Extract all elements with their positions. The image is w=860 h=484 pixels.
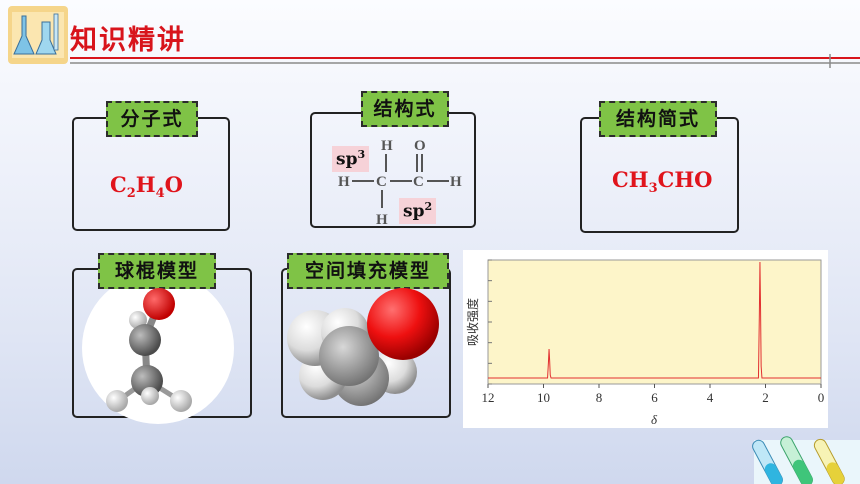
ball-stick-label: 球棍模型 (98, 253, 216, 289)
structural-formula-diagram: H O H C C H H (338, 138, 462, 228)
atom-h-right: H (450, 174, 462, 190)
nmr-chart: 吸收强度 δ 12 10 8 6 4 2 0 (465, 259, 825, 427)
atom-c2: C (413, 174, 424, 190)
nmr-x-tick-label: 0 (818, 390, 825, 405)
nmr-x-tick-label: 2 (762, 390, 769, 405)
nmr-x-tick-label: 6 (651, 390, 658, 405)
nmr-x-tick-label: 4 (707, 390, 714, 405)
nmr-x-tick-label: 12 (482, 390, 495, 405)
space-filling-label: 空间填充模型 (287, 253, 449, 289)
atom-h-left: H (338, 174, 350, 190)
atom-o: O (414, 138, 426, 154)
test-tubes-decoration-icon (752, 436, 860, 484)
header: 知识精讲 (0, 0, 860, 70)
molecular-formula-label: 分子式 (106, 101, 198, 137)
atom-h-top: H (381, 138, 393, 154)
ball-stick-model-image (106, 288, 192, 412)
sp3-annotation: sp3 (332, 146, 370, 172)
molecular-formula-value: C2H4O (110, 172, 183, 202)
atom-h-bottom: H (376, 212, 388, 228)
nmr-x-axis-label: δ (651, 412, 658, 427)
space-filling-model-image (287, 288, 439, 406)
atom-c1: C (376, 174, 387, 190)
section-title: 知识精讲 (70, 25, 186, 56)
nmr-spectrum-panel: 吸收强度 δ 12 10 8 6 4 2 0 (463, 250, 828, 428)
nmr-x-tick-label: 10 (537, 390, 550, 405)
nmr-y-axis-label: 吸收强度 (465, 298, 480, 346)
nmr-plot-area (487, 259, 822, 385)
nmr-spectrum-trace (488, 261, 821, 379)
structural-formula-label: 结构式 (361, 91, 449, 127)
flask-logo-icon (8, 6, 68, 64)
condensed-formula-value: CH3CHO (612, 167, 713, 197)
condensed-formula-label: 结构简式 (599, 101, 717, 137)
title-underline (70, 54, 860, 68)
sp2-annotation: sp2 (399, 198, 437, 224)
nmr-x-tick-label: 8 (596, 390, 603, 405)
